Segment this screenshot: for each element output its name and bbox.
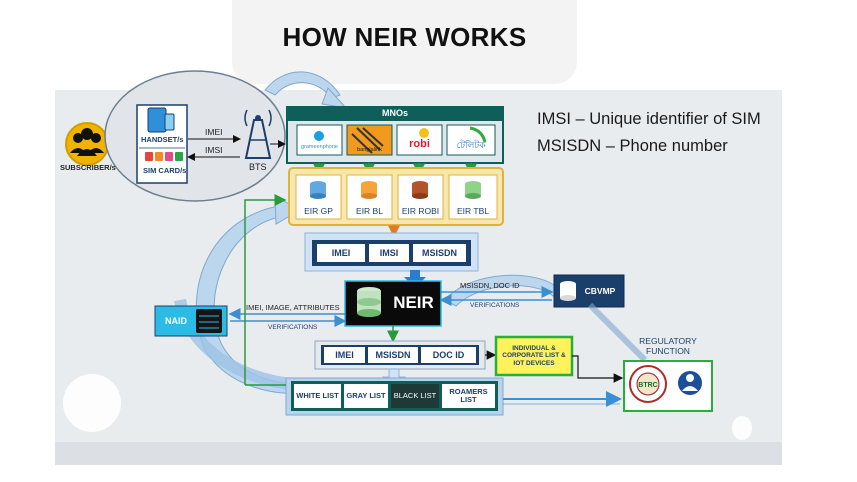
diagram-footer-band <box>55 442 782 465</box>
btrc-logo-text: BTRC <box>638 382 657 389</box>
legend-msisdn: MSISDN – Phone number <box>537 137 728 155</box>
grameenphone-icon <box>314 131 324 141</box>
decor-circle-small <box>732 416 752 440</box>
neir-database-icon <box>357 287 381 317</box>
imsi-link-label: IMSI <box>205 145 223 155</box>
eir-database-icons <box>310 181 481 199</box>
sim-label: SIM CARD/s <box>143 166 187 175</box>
ids1-msisdn: MSISDN <box>421 248 457 258</box>
ids2-docid: DOC ID <box>432 350 465 360</box>
mno-robi: robi <box>409 138 430 150</box>
eir-gp: EIR GP <box>304 206 333 216</box>
list-white: WHITE LIST <box>296 390 339 400</box>
mno-banglalink: banglalink <box>357 147 382 153</box>
cbvmp-verifications-label: VERIFICATIONS <box>470 302 520 309</box>
corporate-label: INDIVIDUAL & CORPORATE LIST & IOT DEVICE… <box>502 344 566 367</box>
handset-label: HANDSET/s <box>141 135 184 144</box>
banglalink-icon <box>351 127 384 154</box>
cbvmp-database-icon <box>560 281 576 301</box>
ids1-imsi: IMSI <box>379 248 399 258</box>
person-icon <box>678 371 702 395</box>
page-title: HOW NEIR WORKS <box>282 22 527 52</box>
list-black: BLACK LIST <box>393 390 437 400</box>
eir-bl: EIR BL <box>356 206 383 216</box>
list-gray: GRAY LIST <box>346 390 386 400</box>
top-swoosh <box>264 71 348 109</box>
bts-label: BTS <box>249 162 267 172</box>
ids2-imei: IMEI <box>335 350 354 360</box>
robi-icon <box>419 128 429 138</box>
mnos-title: MNOs <box>381 108 408 118</box>
corporate-box <box>494 335 574 377</box>
decor-circle <box>63 374 121 432</box>
handset-icon <box>147 107 175 133</box>
subscriber-label: SUBSCRIBER/s <box>60 163 116 172</box>
list-roamers: ROAMERS LIST <box>449 386 488 404</box>
naid-label: NAID <box>165 316 187 326</box>
teletalk-icon <box>469 126 487 143</box>
naid-database-icon <box>196 309 222 333</box>
eir-robi: EIR ROBI <box>401 206 440 216</box>
ids2-msisdn: MSISDN <box>375 350 411 360</box>
handset-ellipse <box>104 70 286 202</box>
naid-verifications-label: VERIFICATIONS <box>268 324 318 331</box>
eir-tbl: EIR TBL <box>457 206 489 216</box>
sim-card-icons <box>145 152 183 161</box>
legend-imsi: IMSI – Unique identifier of SIM <box>537 110 761 128</box>
title-card <box>232 0 577 84</box>
btrc-logo-icon: BTRC <box>629 365 667 403</box>
subscriber-icon <box>65 122 109 166</box>
cbvmp-label: CBVMP <box>584 286 616 296</box>
down-arrow-neir <box>404 270 426 288</box>
cbvmp-link-label: MSISDN, DOC ID <box>460 281 520 290</box>
mno-logos <box>296 124 496 156</box>
mno-grameenphone: grameenphone <box>300 144 338 150</box>
naid-attributes-label: IMEI, IMAGE, ATTRIBUTES <box>246 303 340 312</box>
mno-teletalk: টেলিটক <box>456 140 486 150</box>
neir-label: NEIR <box>393 293 434 312</box>
regulatory-label: REGULATORY FUNCTION <box>639 336 697 356</box>
feedback-swoosh-left <box>196 195 302 394</box>
bts-tower-icon <box>244 109 272 159</box>
ids1-imei: IMEI <box>331 248 351 258</box>
imei-link-label: IMEI <box>205 127 223 137</box>
